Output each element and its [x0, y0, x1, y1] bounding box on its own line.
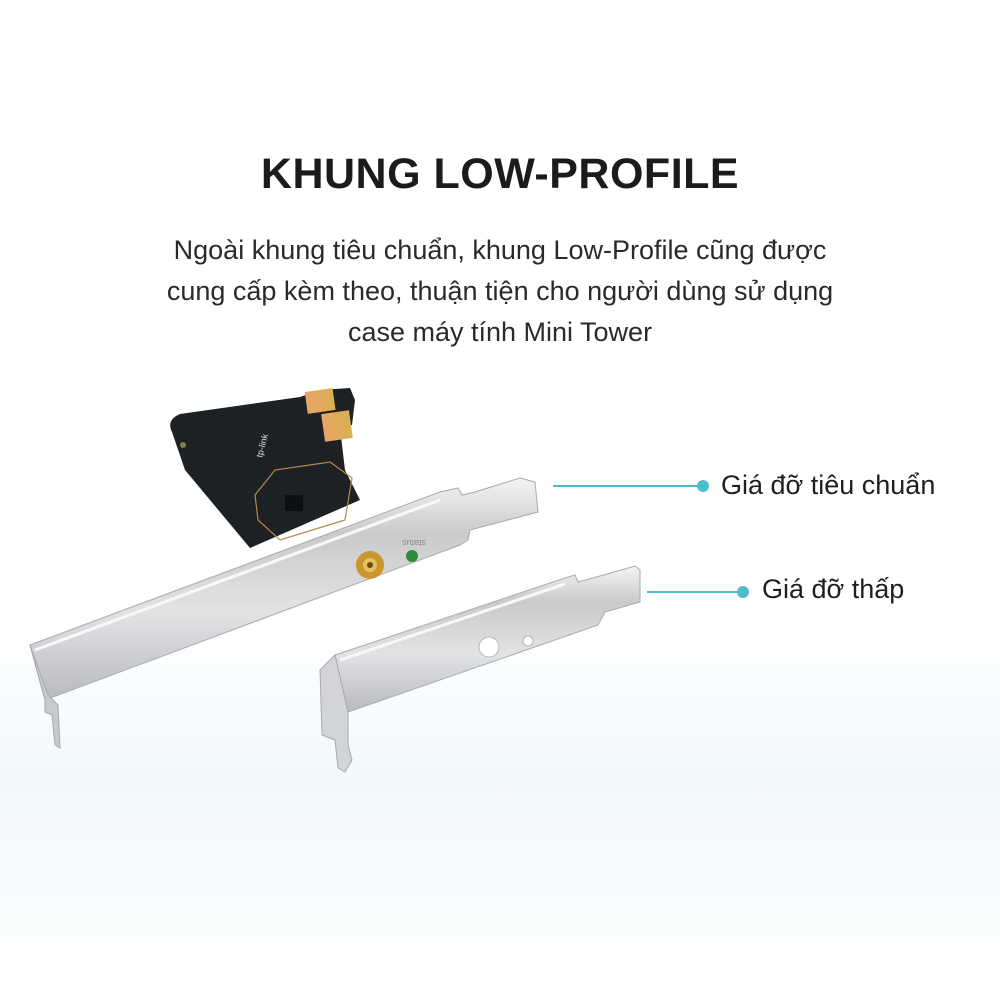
callout-line — [647, 591, 741, 593]
low-profile-bracket-label: Giá đỡ thấp — [762, 574, 905, 604]
description-line: cung cấp kèm theo, thuận tiện cho người … — [166, 276, 834, 306]
description-line: Ngoài khung tiêu chuẩn, khung Low-Profil… — [173, 235, 827, 265]
callout-dot-icon — [697, 480, 709, 492]
status-led-icon — [406, 550, 418, 562]
description: Ngoài khung tiêu chuẩn, khung Low-Profil… — [0, 230, 1000, 353]
chip-icon — [285, 495, 303, 511]
standard-bracket: status — [29, 477, 539, 749]
led-label: status — [401, 538, 426, 548]
pcb-board: tp-link — [170, 388, 360, 548]
page-title: KHUNG LOW-PROFILE — [260, 150, 740, 198]
pcie-gold-fingers — [321, 410, 353, 442]
pcb-shield-outline — [254, 461, 353, 541]
low-profile-bracket — [319, 565, 641, 773]
pcie-gold-fingers — [304, 388, 336, 414]
description-line: case máy tính Mini Tower — [347, 317, 653, 347]
callout-dot-icon — [737, 586, 749, 598]
callout-line — [553, 485, 701, 487]
standard-bracket-label: Giá đỡ tiêu chuẩn — [721, 470, 936, 500]
